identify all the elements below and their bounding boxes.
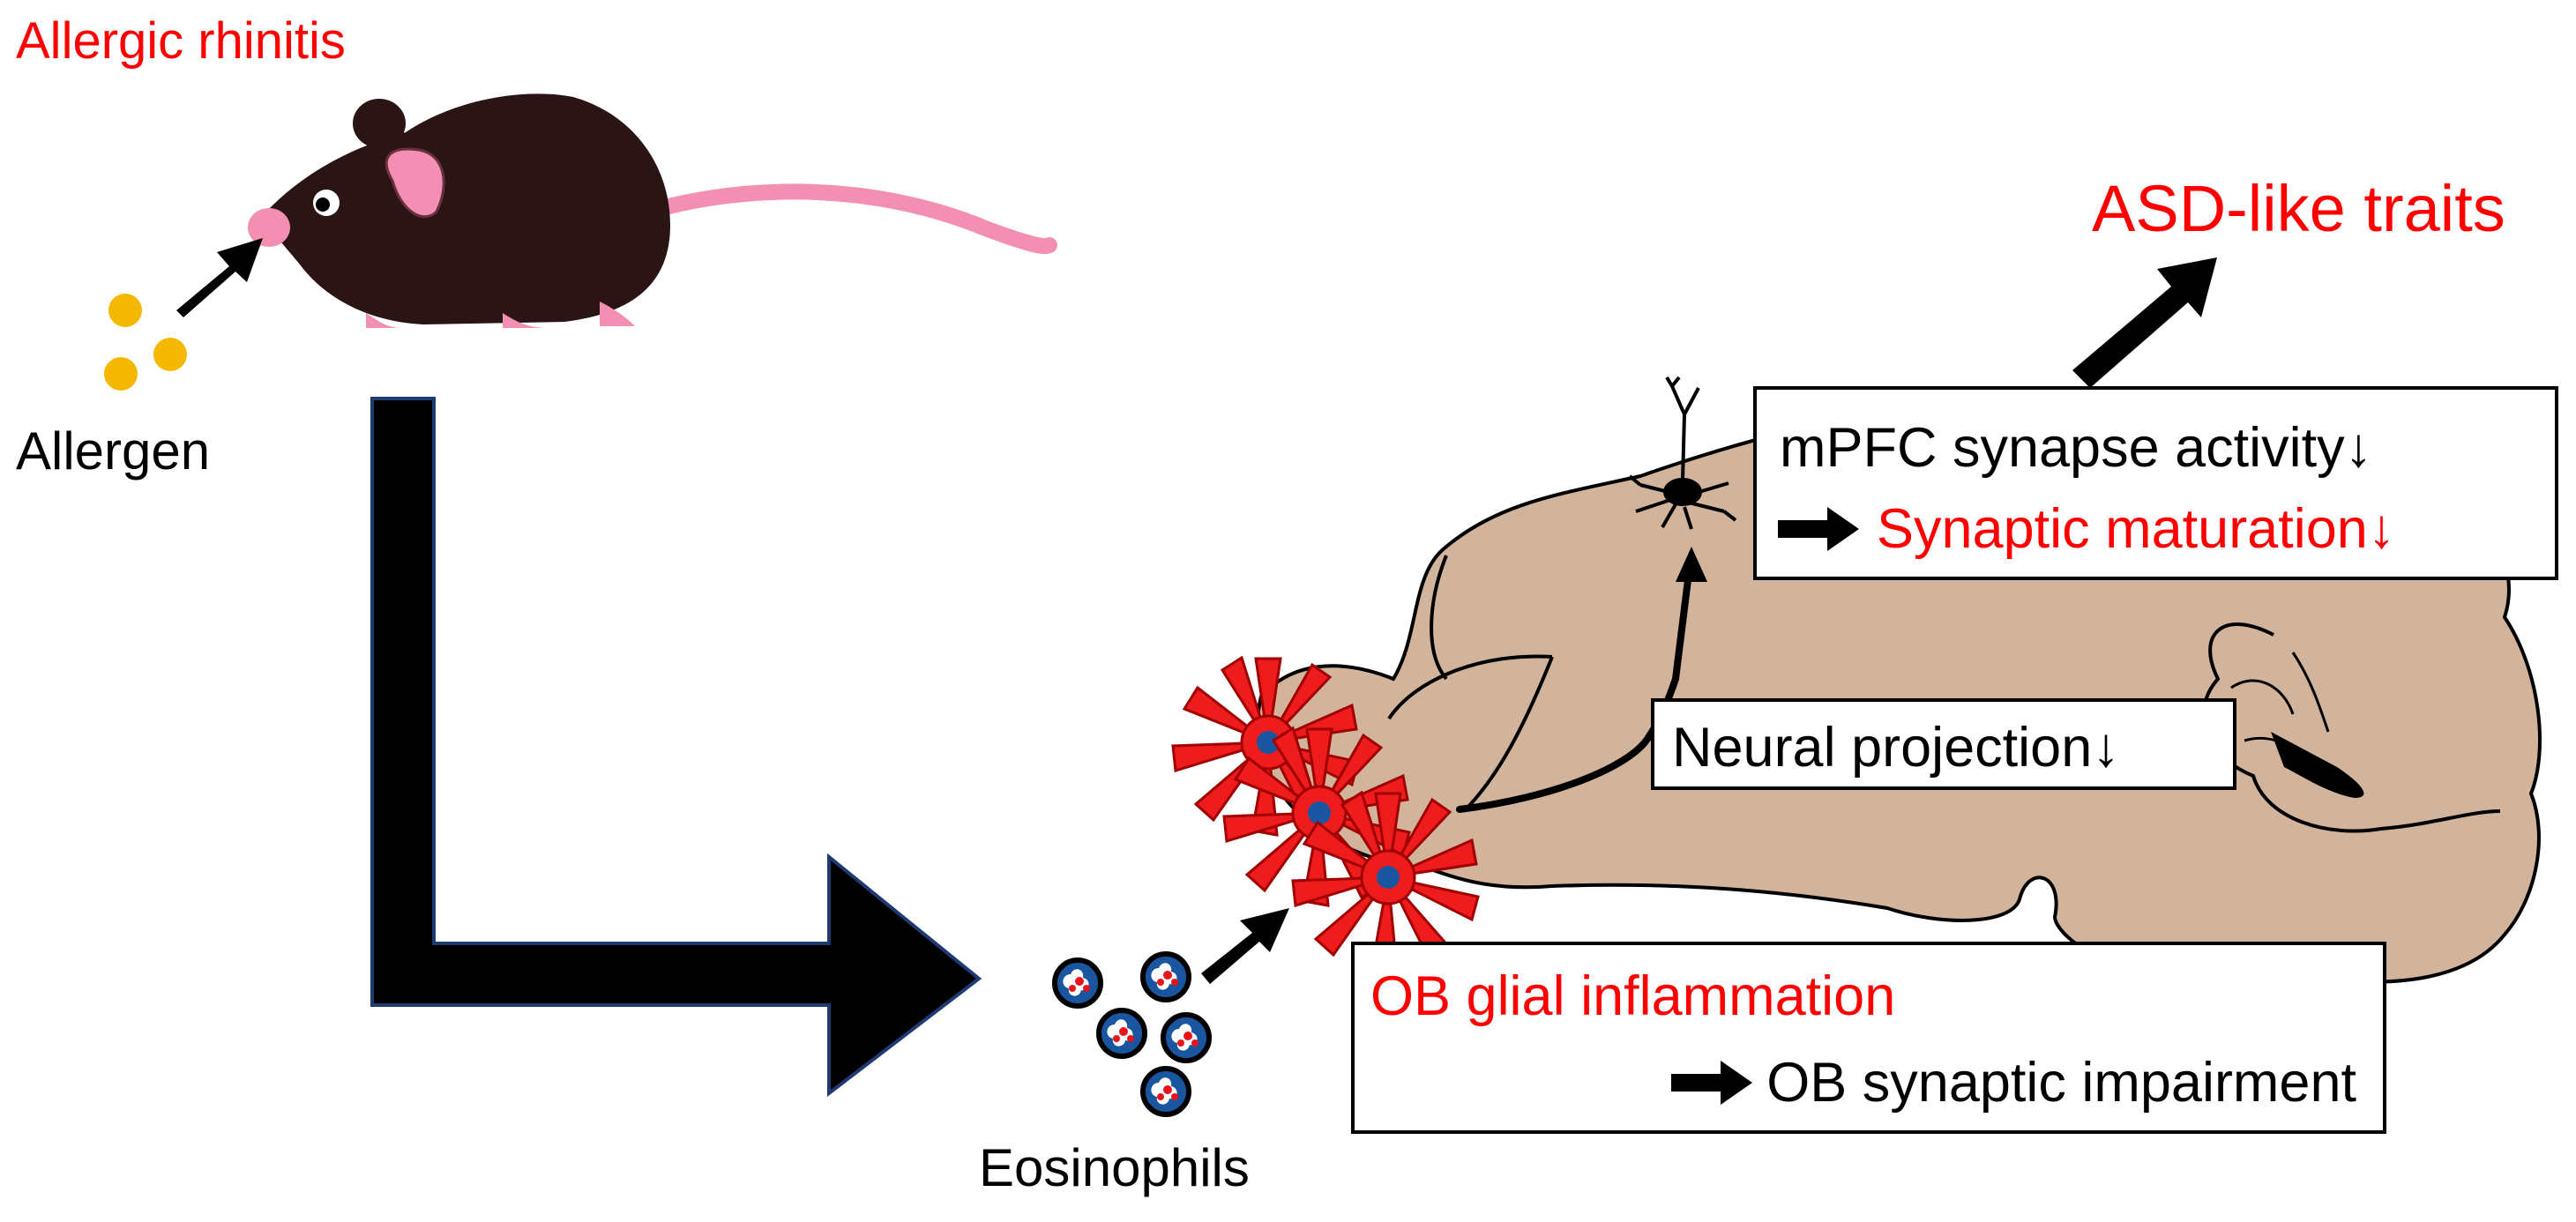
mpfc-box: mPFC synapse activity↓ Synaptic maturati…	[1753, 386, 2558, 580]
projection-text: Neural projection↓	[1672, 717, 2120, 779]
pathway-arrow	[370, 397, 982, 1098]
ob-box: OB glial inflammation OB synaptic impair…	[1351, 942, 2386, 1134]
to-asd-traits-arrow	[2072, 257, 2217, 388]
allergic-rhinitis-label: Allergic rhinitis	[16, 12, 346, 70]
ob-line1: OB glial inflammation	[1370, 965, 1896, 1027]
neuron-icon	[1628, 376, 1737, 530]
eosinophil-icon	[1055, 954, 1209, 1114]
mouse-icon	[248, 93, 1057, 328]
asd-traits-label: ASD-like traits	[2092, 172, 2505, 245]
allergen-to-mouse-arrow	[176, 238, 263, 317]
mpfc-line1: mPFC synapse activity↓	[1780, 417, 2373, 479]
allergen-label: Allergen	[16, 421, 210, 481]
mpfc-line2: Synaptic maturation↓	[1877, 498, 2396, 560]
right-arrow-icon	[1671, 1061, 1753, 1105]
projection-box: Neural projection↓	[1651, 698, 2236, 790]
ob-line2: OB synaptic impairment	[1766, 1052, 2356, 1114]
eosinophils-label: Eosinophils	[979, 1138, 1250, 1197]
allergen-particle-icon	[104, 294, 187, 391]
eosinophil-to-astrocyte-arrow	[1201, 908, 1289, 984]
right-arrow-icon	[1778, 507, 1859, 551]
